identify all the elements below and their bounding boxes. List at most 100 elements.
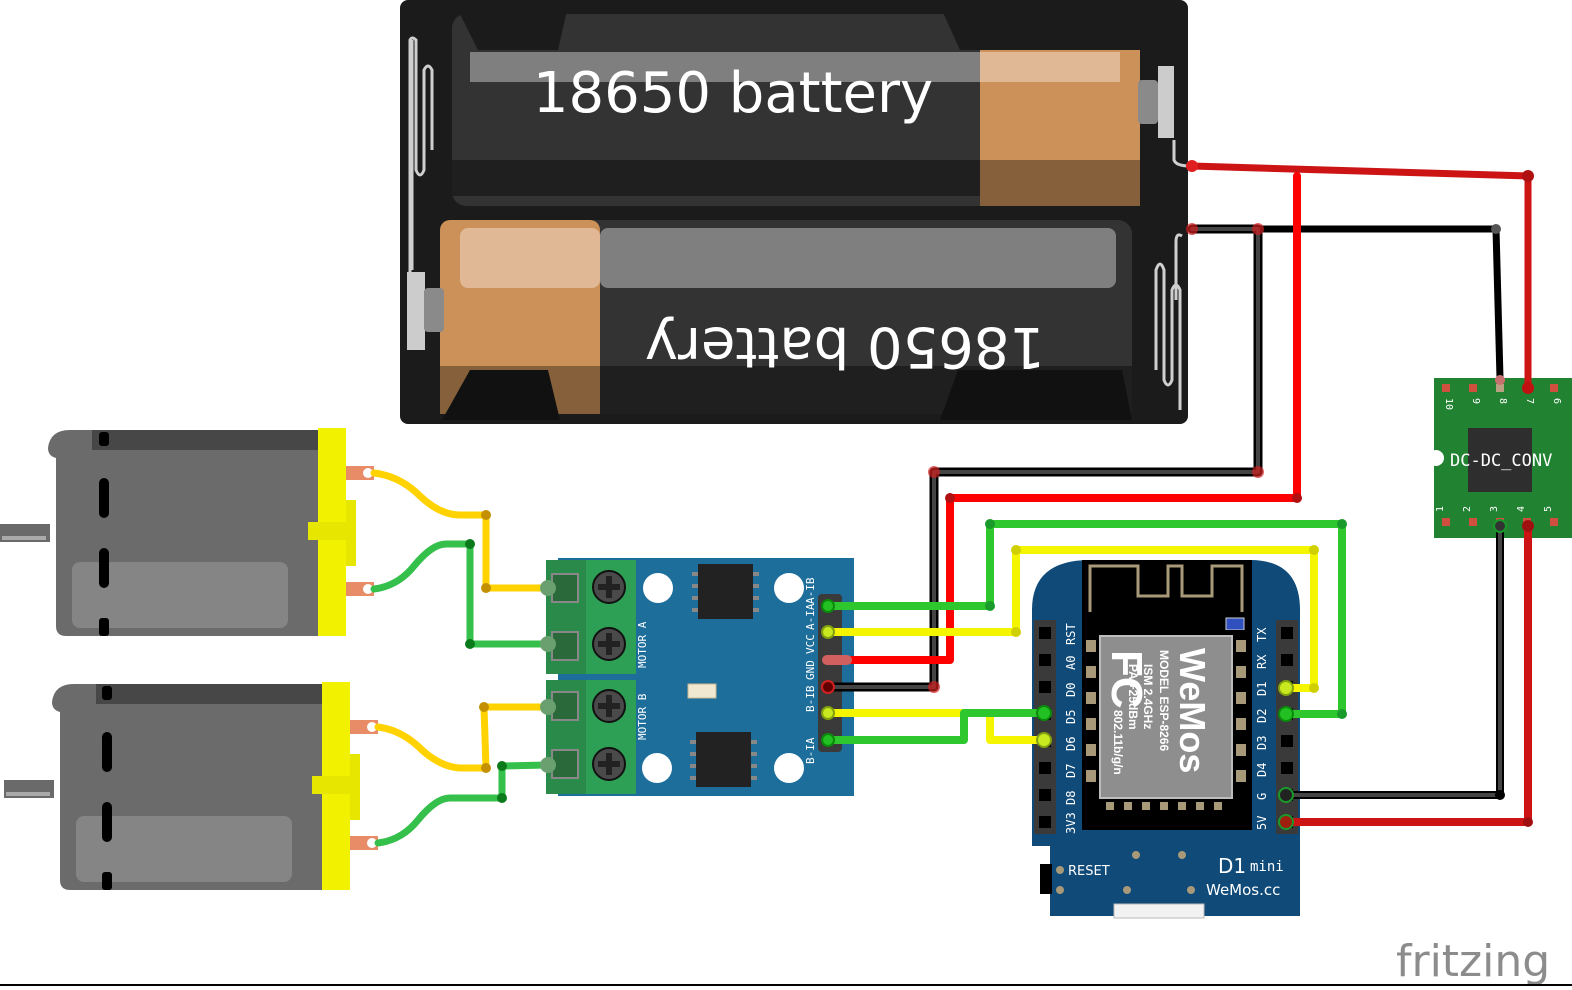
terminal-sockets <box>551 573 579 779</box>
pos-contact-right <box>1158 66 1174 138</box>
svg-text:3V3: 3V3 <box>1064 812 1078 834</box>
wire-bat-neg-to-dcdc-8[interactable] <box>1188 225 1504 382</box>
dcdc-top-pin-labels: 10 9 8 7 6 <box>1443 398 1562 410</box>
wire-motor2-to-terminal-b[interactable] <box>374 703 552 772</box>
motor-2-top-shade <box>96 684 322 704</box>
svg-text:5: 5 <box>1543 506 1554 512</box>
motor-1-terminal-bottom-hole <box>363 584 373 594</box>
reset-button[interactable] <box>1040 864 1052 894</box>
motor-1-vents <box>99 432 109 636</box>
pad <box>1056 886 1064 894</box>
wire-bat-pos-to-dcdc-7[interactable] <box>1188 162 1532 394</box>
dcdc-bottom-pin-labels: 1 2 3 4 5 <box>1435 506 1554 512</box>
battery-cell-bottom: 18650 battery <box>424 220 1132 420</box>
contact-lead-bottom <box>1174 233 1183 300</box>
spring-left-wire <box>410 40 414 270</box>
dc-motor-2[interactable] <box>4 682 378 890</box>
battery-bottom-label: 18650 battery <box>645 314 1045 379</box>
pad <box>1132 851 1140 859</box>
svg-text:D2: D2 <box>1255 709 1269 723</box>
motor-1-top-shade <box>92 430 318 450</box>
pin-endpoints <box>540 375 1534 830</box>
svg-text:9: 9 <box>1470 398 1481 404</box>
neg-contact-left <box>407 272 425 350</box>
motor-2-terminal-top-hole <box>367 722 377 732</box>
svg-text:5V: 5V <box>1255 816 1269 830</box>
svg-text:D8: D8 <box>1064 791 1078 805</box>
pad <box>1187 886 1195 894</box>
svg-text:4: 4 <box>1516 506 1527 512</box>
motor-1-endcap-bump <box>308 522 346 540</box>
board-name: D1 <box>1218 854 1246 878</box>
usb-connector[interactable] <box>1113 903 1205 919</box>
svg-text:D7: D7 <box>1064 764 1078 778</box>
motor-1-bottom-shade <box>72 562 288 628</box>
esp-module-text: FC MODEL ESP-8266 ISM 2.4GHz PA +25dBm 8… <box>1102 648 1213 775</box>
svg-text:2: 2 <box>1462 506 1473 512</box>
spring-left-icon <box>408 36 434 300</box>
svg-text:D0: D0 <box>1064 683 1078 697</box>
svg-text:10: 10 <box>1443 398 1454 410</box>
antenna-trace <box>1088 564 1244 612</box>
dcdc-converter[interactable]: DC-DC_CONV 10 9 8 7 6 1 2 3 4 5 <box>1428 378 1572 538</box>
battery-top-label: 18650 battery <box>533 61 933 126</box>
dcdc-chip <box>1468 428 1532 492</box>
motor-1-terminal-top-hole <box>363 468 373 478</box>
module-ism: ISM 2.4GHz <box>1141 664 1155 729</box>
wire-driver-bia-to-d5[interactable] <box>824 709 1048 744</box>
wire-motor1-to-terminal-a[interactable] <box>370 469 552 592</box>
pin-label-a-ia: A-IA <box>804 603 817 630</box>
module-wifi: 802.11b/g/n <box>1111 710 1125 775</box>
wire-driver-aib-to-d2[interactable] <box>824 520 1346 718</box>
svg-text:RX: RX <box>1255 654 1269 669</box>
svg-text:6: 6 <box>1551 398 1562 404</box>
motor-driver-board[interactable]: MOTOR A MOTOR B A-IB A-IA VCC GND B-IB B… <box>546 558 854 796</box>
wire-dcdc-4-to-wemos-5v[interactable] <box>1280 522 1532 826</box>
battery-cell-top: 18650 battery <box>452 6 1158 206</box>
module-model: MODEL ESP-8266 <box>1157 650 1171 751</box>
wire-driver-bib-to-d6[interactable] <box>824 709 1048 744</box>
reset-label: RESET <box>1068 864 1110 879</box>
board-suffix: mini <box>1250 859 1284 875</box>
wire-motor1-to-terminal-a2[interactable] <box>370 540 552 648</box>
motor-2-bottom-shade <box>76 816 292 882</box>
svg-text:G: G <box>1255 793 1269 800</box>
driver-ic-top <box>692 564 759 619</box>
svg-text:D5: D5 <box>1064 710 1078 724</box>
fritzing-watermark: fritzing <box>1396 936 1550 987</box>
pad <box>1056 866 1064 874</box>
pad <box>1123 886 1131 894</box>
motor-2-brush <box>350 754 360 820</box>
battery-holder[interactable]: 18650 battery 18650 battery <box>400 0 1191 424</box>
wemos-d1-mini[interactable]: FC MODEL ESP-8266 ISM 2.4GHz PA +25dBm 8… <box>1032 560 1300 919</box>
pin-label-a-ib: A-IB <box>804 577 817 604</box>
wire-core <box>826 227 1260 689</box>
svg-text:D3: D3 <box>1255 736 1269 750</box>
module-pa: PA +25dBm <box>1126 664 1140 730</box>
svg-text:D1: D1 <box>1255 682 1269 696</box>
pin-label-b-ia: B-IA <box>804 737 817 764</box>
pin-label-b-ib: B-IB <box>804 685 817 712</box>
svg-text:TX: TX <box>1255 627 1269 642</box>
mounting-hole <box>642 753 672 783</box>
wemos-left-header <box>1034 620 1056 834</box>
left-pin-labels: RST A0 D0 D5 D6 D7 D8 3V3 <box>1064 623 1078 834</box>
dcdc-notch <box>1428 450 1444 466</box>
wire-motor2-to-terminal-b2[interactable] <box>374 761 552 847</box>
mounting-hole <box>643 573 673 603</box>
right-pin-labels: TX RX D1 D2 D3 D4 G 5V <box>1255 627 1269 830</box>
motor-2-terminal-bottom-hole <box>367 838 377 848</box>
board-site: WeMos.cc <box>1206 881 1280 899</box>
motor-a-label: MOTOR A <box>636 621 649 668</box>
pin-label-vcc: VCC <box>804 634 817 654</box>
mounting-hole <box>774 573 804 603</box>
dc-motor-1[interactable] <box>0 428 374 636</box>
motor-b-label: MOTOR B <box>636 693 649 740</box>
motor-1-brush <box>346 500 356 566</box>
bottom-rule <box>0 984 1572 986</box>
esp-shield-can <box>1099 635 1233 799</box>
svg-text:3: 3 <box>1489 506 1500 512</box>
mounting-hole <box>774 753 804 783</box>
svg-text:8: 8 <box>1497 398 1508 404</box>
